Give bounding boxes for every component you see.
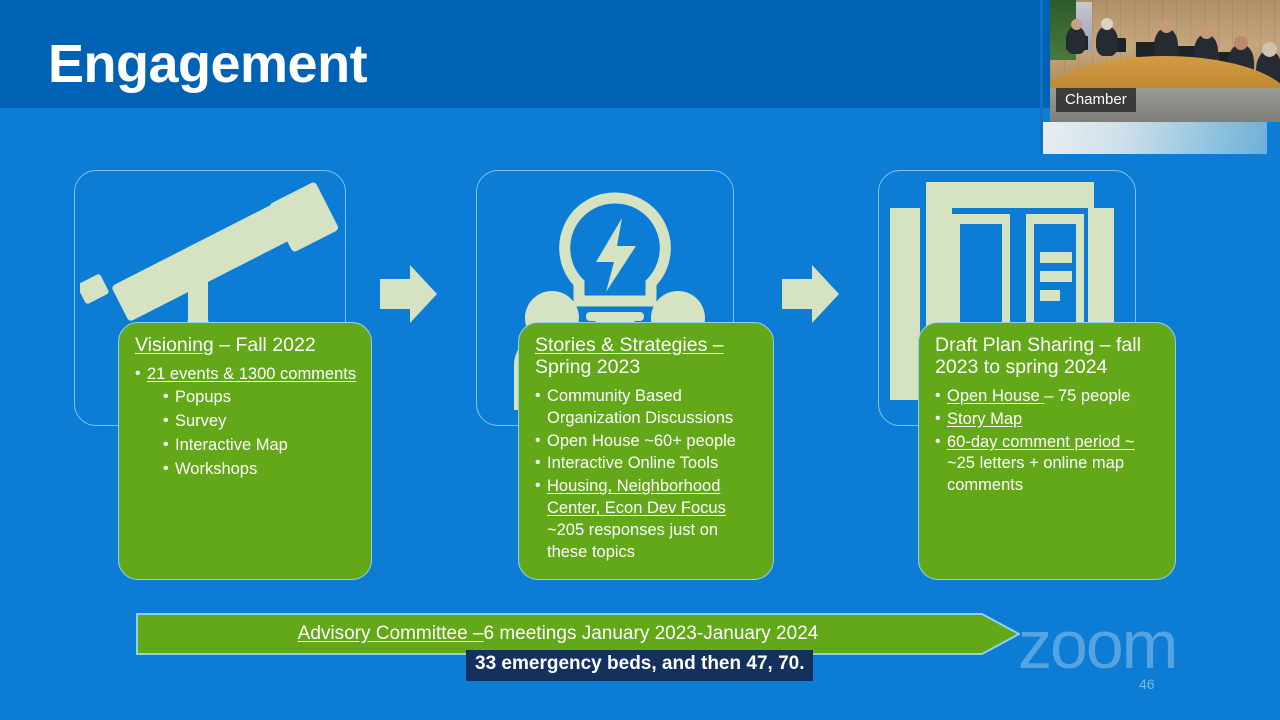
stage-2-title: Stories & Strategies – Spring 2023 [535,334,759,379]
stage-1-title: Visioning – Fall 2022 [135,334,357,357]
list-item: Workshops [163,457,357,482]
list-item: 21 events & 1300 comments Popups Survey … [135,363,357,482]
stage-2-bullet-4-underlined: Housing, Neighborhood Center, Econ Dev F… [547,477,726,518]
council-member-head [1071,19,1082,30]
council-member-head [1262,42,1277,57]
stage-1-title-underlined: Visioning [135,334,214,356]
list-item: Interactive Map [163,433,357,458]
stage-3-bullet-1-underlined: Open House [947,386,1045,405]
council-member [1066,26,1086,54]
list-item: 60-day comment period ~ ~25 letters + on… [935,431,1161,498]
stage-3-bullet-3-underlined: 60-day comment period ~ [947,432,1135,451]
list-item: Open House – 75 people [935,385,1161,408]
stage-3-title-rest: Draft Plan Sharing – fall 2023 to spring… [935,334,1141,378]
stage-2-bullets: Community Based Organization Discussions… [535,385,759,565]
stage-2-title-rest: Spring 2023 [535,355,641,378]
stage-2-bullet-4-tail: ~205 responses just on these topics [547,521,719,562]
stage-1-title-rest: – Fall 2022 [213,334,316,356]
video-tile-label: Chamber [1056,88,1136,112]
list-item: Survey [163,409,357,434]
list-item: Story Map [935,408,1161,431]
stage-1-bullets: 21 events & 1300 comments Popups Survey … [135,363,357,482]
council-member-head [1101,18,1113,30]
banner-text-rest: 6 meetings January 2023-January 2024 [483,623,819,644]
stage-3-bullet-2-underlined: Story Map [947,409,1023,428]
council-member-head [1200,26,1213,39]
banner-text: Advisory Committee – 6 meetings January … [136,613,1020,655]
council-member-head [1160,20,1173,33]
video-tile-border [1040,0,1043,154]
stage-3-bullet-3-tail: ~25 letters + online map comments [947,454,1125,495]
stage-3-bullets: Open House – 75 people Story Map 60-day … [935,385,1161,498]
stage-1-bullet-1: 21 events & 1300 comments [147,364,357,383]
svg-text:zoom: zoom [1018,616,1176,678]
flow-arrow-2 [782,263,840,325]
stage-box-stories-strategies: Stories & Strategies – Spring 2023 Commu… [518,322,774,580]
list-item: Popups [163,385,357,410]
list-item: Community Based Organization Discussions [535,385,759,430]
stage-2-title-underlined: Stories & Strategies – [535,334,724,356]
stage-3-title: Draft Plan Sharing – fall 2023 to spring… [935,334,1161,379]
zoom-brand-watermark: zoom [1018,607,1236,683]
video-tile-chamber[interactable]: Chamber [1050,0,1280,122]
stage-1-sub-bullets: Popups Survey Interactive Map Workshops [147,385,357,482]
stage-box-visioning: Visioning – Fall 2022 21 events & 1300 c… [118,322,372,580]
page-title: Engagement [48,34,368,94]
stage-3-bullet-1-tail: – 75 people [1044,386,1131,405]
banner-text-underlined: Advisory Committee – [297,623,484,644]
council-member-head [1234,36,1248,50]
slide-number: 46 [1139,676,1155,692]
council-member [1096,26,1118,56]
list-item: Open House ~60+ people [535,430,759,453]
list-item: Interactive Online Tools [535,452,759,475]
live-caption: 33 emergency beds, and then 47, 70. [466,650,814,681]
stage-box-draft-plan-sharing: Draft Plan Sharing – fall 2023 to spring… [918,322,1176,580]
advisory-committee-banner: Advisory Committee – 6 meetings January … [136,613,1020,655]
list-item: Housing, Neighborhood Center, Econ Dev F… [535,475,759,564]
video-tile-reflection [1043,122,1267,154]
flow-arrow-1 [380,263,438,325]
